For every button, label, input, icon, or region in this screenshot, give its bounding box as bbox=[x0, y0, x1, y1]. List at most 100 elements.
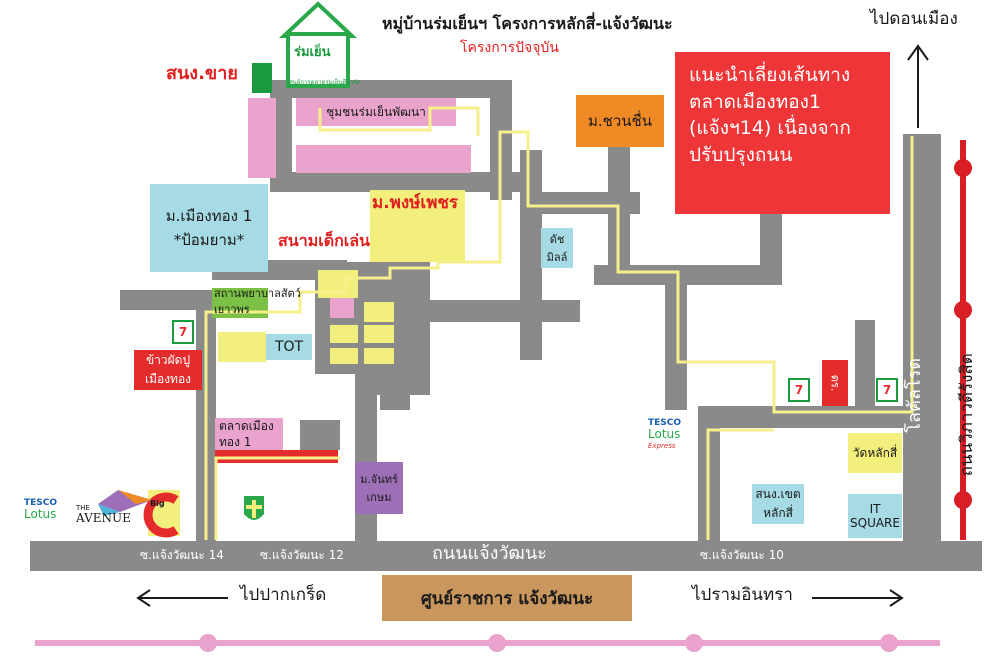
notice-line-2: ตลาดเมืองทอง1 bbox=[689, 90, 821, 113]
dutch-mill-block: ดัช มิลล์ bbox=[541, 228, 573, 268]
the-avenue-logo: THE AVENUE bbox=[76, 504, 131, 526]
big-c-logo-icon bbox=[143, 490, 180, 538]
soi-10-label: ซ.แจ้งวัฒนะ 10 bbox=[700, 548, 784, 562]
market-line2: ทอง 1 bbox=[219, 435, 252, 449]
tesco-express-lotus: Lotus bbox=[648, 427, 681, 442]
main-road-label: ถนนแจ้งวัฒนะ bbox=[432, 543, 547, 564]
notice-line-4: ปรับปรุงถนน bbox=[689, 143, 793, 166]
chanthakasem-block: ม.จันทร์ เกษม bbox=[355, 462, 403, 514]
lotus-word: Lotus bbox=[24, 507, 57, 522]
west-road-1 bbox=[120, 290, 220, 310]
wat-laksi-label: วัดหลักสี่ bbox=[852, 445, 898, 460]
sales-office-marker bbox=[252, 63, 272, 93]
government-center-label: ศูนย์ราชการ แจ้งวัฒนะ bbox=[420, 588, 594, 609]
muang-thong-line1: ม.เมืองทอง 1 bbox=[165, 207, 253, 225]
district-office-line2: หลักสี่ bbox=[763, 506, 793, 520]
mid-road-6 bbox=[430, 300, 580, 322]
village-block-pink-2 bbox=[296, 145, 471, 173]
tesco-express-word: Express bbox=[648, 442, 676, 451]
direction-east: ไปรามอินทรา bbox=[692, 585, 793, 605]
it-square-block: IT SQUARE bbox=[848, 494, 902, 538]
village-block-pink bbox=[248, 98, 276, 178]
crest-logo-icon bbox=[244, 496, 264, 520]
east-arrow-icon bbox=[812, 589, 904, 607]
yellow-block-g bbox=[364, 348, 394, 364]
detour-notice: แนะนำเลี่ยงเส้นทาง ตลาดเมืองทอง1 (แจ้งฯ1… bbox=[675, 52, 890, 214]
seven-eleven-icon: 7 bbox=[876, 378, 898, 402]
seven-eleven-icon: 7 bbox=[172, 320, 194, 344]
the-word: THE bbox=[76, 504, 90, 512]
sales-office-label: สนง.ขาย bbox=[166, 63, 238, 84]
it-square-line2: SQUARE bbox=[850, 516, 900, 530]
soi-12-label: ซ.แจ้งวัฒนะ 12 bbox=[260, 548, 344, 562]
mid-road-3 bbox=[608, 120, 630, 270]
khao-phat-block: ข้าวผัดปู เมืองทอง bbox=[134, 350, 202, 390]
block-road-4 bbox=[380, 380, 410, 410]
right-rail-line bbox=[954, 140, 972, 540]
khao-phat-line1: ข้าวผัดปู bbox=[145, 353, 191, 367]
yellow-block-e bbox=[364, 325, 394, 343]
west-arrow-icon bbox=[136, 589, 228, 607]
yellow-block-d bbox=[330, 325, 358, 343]
east-road-1 bbox=[760, 195, 782, 285]
dutch-mill-line1: ดัช bbox=[549, 233, 565, 246]
chuanchuen-block: ม.ชวนชื่น bbox=[576, 95, 664, 147]
community-label: ชุมชนร่มเย็นพัฒนา bbox=[326, 104, 426, 119]
yellow-block-c bbox=[364, 302, 394, 322]
local-road-label: โลคัลโรด bbox=[904, 357, 926, 433]
the-avenue-logo-icon bbox=[98, 490, 152, 516]
tot-block: TOT bbox=[266, 334, 312, 360]
muang-thong-gate: ม.เมืองทอง 1 *ป้อมยาม* bbox=[150, 184, 268, 272]
notice-line-1: แนะนำเลี่ยงเส้นทาง bbox=[689, 64, 851, 86]
seven-eleven-icon: 7 bbox=[788, 378, 810, 402]
logo-subtext: ศูนย์การตลาดร่มเย็นดีจำกัด bbox=[289, 79, 361, 86]
tot-label: TOT bbox=[274, 339, 304, 355]
village-logo-icon bbox=[278, 1, 358, 88]
market-line1: ตลาดเมือง bbox=[219, 419, 274, 433]
pongpetch-label: ม.พงษ์เพชร bbox=[372, 193, 459, 213]
yellow-block-b bbox=[330, 298, 354, 318]
avenue-word: AVENUE bbox=[76, 511, 131, 526]
khao-phat-line2: เมืองทอง bbox=[144, 372, 192, 386]
police-block: ตร. bbox=[822, 360, 848, 406]
chuanchuen-label: ม.ชวนชื่น bbox=[588, 112, 652, 130]
chanthakasem-line2: เกษม bbox=[366, 491, 392, 504]
north-arrow-icon bbox=[907, 44, 929, 128]
chanthakasem-line1: ม.จันทร์ bbox=[360, 473, 398, 486]
logo-text: ร่มเย็น bbox=[294, 45, 331, 60]
local-road-strip bbox=[903, 134, 941, 544]
main-road-strip bbox=[30, 541, 982, 571]
north-road-4 bbox=[270, 172, 530, 192]
vet-hospital-line2: เยาวพร bbox=[214, 303, 250, 316]
notice-line-3: (แจ้งฯ14) เนื่องจาก bbox=[689, 117, 851, 140]
government-center-box: ศูนย์ราชการ แจ้งวัฒนะ bbox=[382, 575, 632, 621]
vet-hospital-line1: สถานพยาบาลสัตว์ bbox=[214, 287, 301, 300]
east-road-2 bbox=[855, 320, 875, 410]
yellow-block-f bbox=[330, 348, 358, 364]
district-office-block: สนง.เขต หลักสี่ bbox=[752, 484, 804, 524]
tesco-express-logo: TESCO Lotus Express bbox=[648, 418, 681, 450]
tesco-lotus-logo: TESCO Lotus bbox=[24, 498, 57, 522]
big-word: Big bbox=[150, 499, 165, 508]
direction-north: ไปดอนเมือง bbox=[870, 9, 958, 29]
district-office-line1: สนง.เขต bbox=[755, 487, 801, 501]
village-title: หมู่บ้านร่มเย็นฯ โครงการหลักสี่-แจ้งวัฒน… bbox=[382, 14, 673, 33]
tot-yellow bbox=[218, 332, 266, 362]
market-block bbox=[215, 418, 283, 450]
vibhavadi-label: ถนนวิภาวดีรังสิต bbox=[956, 353, 977, 477]
recommended-route bbox=[204, 106, 914, 540]
mid-road-5 bbox=[665, 265, 687, 410]
bottom-rail-line bbox=[35, 634, 940, 652]
direction-west: ไปปากเกร็ด bbox=[240, 585, 327, 605]
playground-label: สนามเด็กเล่น bbox=[278, 231, 370, 250]
wat-laksi-block: วัดหลักสี่ bbox=[848, 433, 902, 473]
soi-14-label: ซ.แจ้งวัฒนะ 14 bbox=[140, 548, 224, 562]
it-square-line1: IT bbox=[869, 502, 881, 516]
tesco-express-tesco: TESCO bbox=[648, 418, 682, 428]
big-c-logo: Big C bbox=[150, 492, 165, 510]
muang-thong-line2: *ป้อมยาม* bbox=[173, 231, 245, 249]
pongpetch-inner bbox=[405, 232, 435, 258]
block-road-3 bbox=[300, 420, 340, 450]
project-status: โครงการปัจจุบัน bbox=[460, 40, 559, 56]
